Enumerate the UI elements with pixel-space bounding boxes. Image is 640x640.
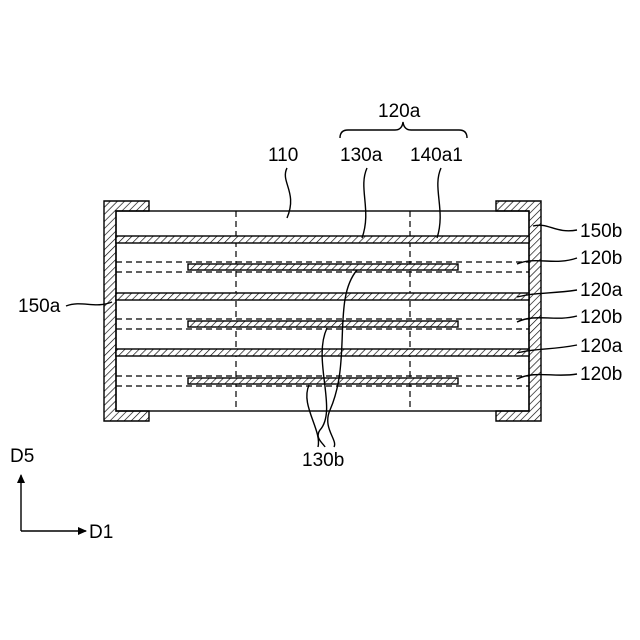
- label-group-120a: 120a: [378, 101, 421, 122]
- internal-electrode-130b-1: [188, 264, 458, 270]
- electrode-layer-120a-1: [116, 236, 529, 243]
- label-120b-3: 120b: [580, 364, 622, 385]
- label-110: 110: [268, 145, 298, 166]
- label-140a1: 140a1: [410, 145, 463, 166]
- label-axis-d1: D1: [89, 522, 113, 543]
- label-120a-2: 120a: [580, 336, 623, 357]
- external-electrode-150b: [496, 201, 541, 421]
- label-120a-1: 120a: [580, 280, 623, 301]
- electrode-layer-120a-2: [116, 293, 529, 300]
- internal-electrode-130b-3: [188, 378, 458, 384]
- leader-130a: [362, 168, 367, 238]
- label-130b: 130b: [302, 450, 344, 471]
- leader-130b-3: [307, 385, 319, 447]
- label-120b-2: 120b: [580, 307, 622, 328]
- brace-120a: [340, 122, 467, 138]
- leader-120b-3: [517, 374, 577, 379]
- leader-120b-1: [517, 258, 577, 264]
- label-150a: 150a: [18, 296, 61, 317]
- external-electrode-150a: [104, 201, 149, 421]
- leader-130b-2: [318, 328, 327, 447]
- leader-120b-2: [517, 316, 577, 322]
- leader-140a1: [437, 168, 441, 238]
- label-150b: 150b: [580, 221, 622, 242]
- label-130a: 130a: [340, 145, 383, 166]
- label-axis-d5: D5: [10, 446, 34, 467]
- internal-electrode-130b-2: [188, 321, 458, 327]
- label-120b-1: 120b: [580, 248, 622, 269]
